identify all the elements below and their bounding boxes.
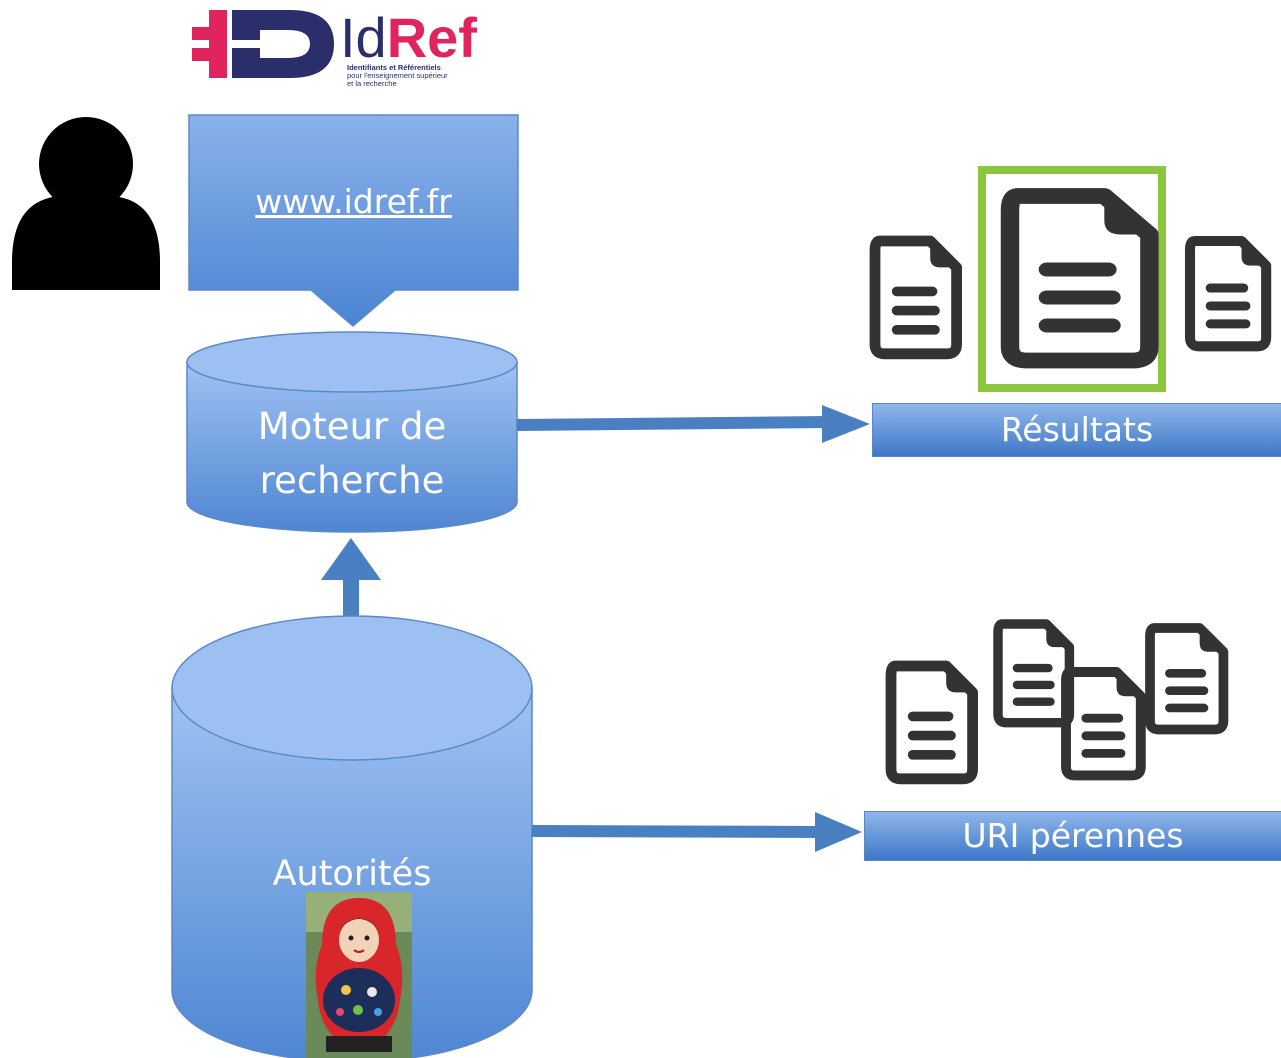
arrow-to-uri bbox=[531, 812, 862, 852]
logo-tagline-line3: et la recherche bbox=[347, 79, 397, 88]
document-icon bbox=[998, 624, 1069, 723]
search-engine-cylinder bbox=[186, 331, 518, 533]
idref-wordmark: IdRef bbox=[340, 10, 477, 66]
logo-name-id: Id bbox=[340, 6, 387, 69]
results-bar[interactable]: Résultats bbox=[872, 403, 1281, 457]
matryoshka-doll-image bbox=[306, 892, 412, 1058]
document-icon bbox=[1010, 196, 1149, 361]
document-icon bbox=[1066, 672, 1141, 775]
website-callout-box bbox=[188, 114, 519, 327]
logo-tagline-line2: pour l'enseignement supérieur bbox=[347, 71, 448, 80]
search-engine-label-line1: Moteur de bbox=[257, 405, 447, 448]
arrow-up bbox=[321, 538, 381, 616]
results-label: Résultats bbox=[1000, 410, 1154, 449]
search-engine-label: Moteur de recherche bbox=[187, 400, 517, 508]
idref-logo-mark bbox=[192, 10, 334, 78]
logo-tagline-line1: Identifiants et Référentiels bbox=[347, 63, 441, 72]
user-silhouette-icon bbox=[12, 117, 160, 290]
document-icon bbox=[1190, 241, 1266, 346]
highlight-frame bbox=[978, 166, 1166, 392]
authorities-cylinder bbox=[171, 615, 533, 1058]
document-icon bbox=[1150, 628, 1223, 730]
uri-bar[interactable]: URI pérennes bbox=[864, 811, 1281, 861]
uri-label: URI pérennes bbox=[962, 816, 1184, 855]
website-link[interactable]: www.idref.fr bbox=[255, 182, 452, 221]
document-icon bbox=[875, 241, 957, 354]
arrow-to-results bbox=[516, 405, 870, 443]
authorities-label: Autorités bbox=[272, 854, 432, 894]
document-icon bbox=[891, 666, 973, 779]
search-engine-label-line2: recherche bbox=[259, 459, 445, 502]
logo-name-ref: Ref bbox=[386, 6, 477, 69]
